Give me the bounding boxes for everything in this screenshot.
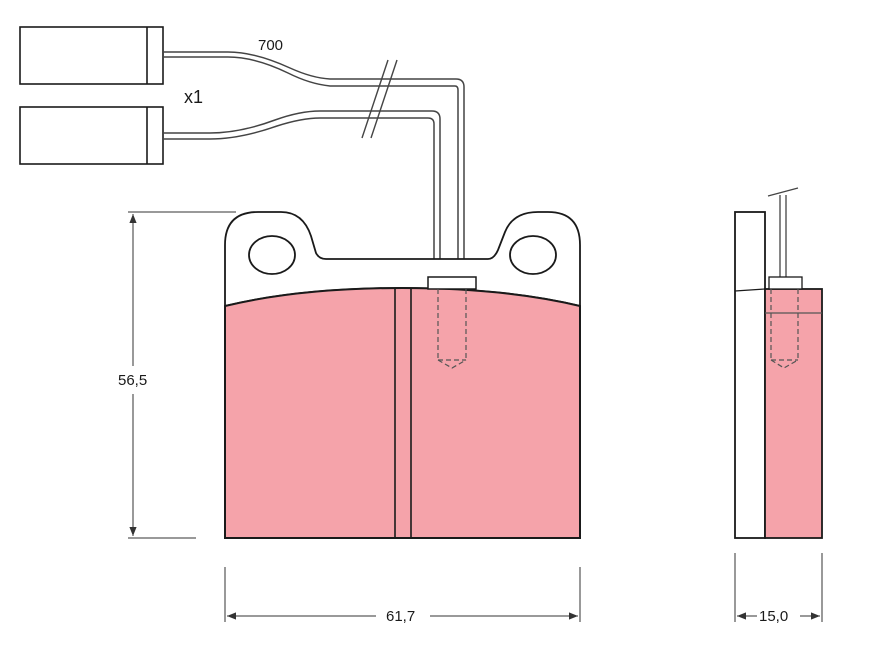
friction-lining [224,286,581,539]
wire-break-marks [361,59,398,139]
side-backing-plate [734,211,766,539]
width-dimension-label: 61,7 [386,608,415,625]
quantity-label: x1 [184,87,203,107]
mounting-hole-left [248,235,296,275]
side-view [734,211,823,539]
height-dimension-label: 56,5 [118,372,147,389]
connector-upper [19,26,164,85]
side-lining [764,288,823,539]
connector-lower [19,106,164,165]
side-sensor-hidden [770,289,799,369]
wear-sensor-connectors [19,26,164,165]
side-sensor [765,187,822,314]
wire-length-label: 700 [258,37,283,54]
backing-plate [224,211,581,308]
mounting-hole-right [509,235,557,275]
sensor-clip [427,276,477,290]
dimension-lines [128,211,823,622]
sensor-wires [163,51,465,277]
embedded-sensor-hidden [437,289,467,369]
thickness-dimension-label: 15,0 [759,608,788,625]
